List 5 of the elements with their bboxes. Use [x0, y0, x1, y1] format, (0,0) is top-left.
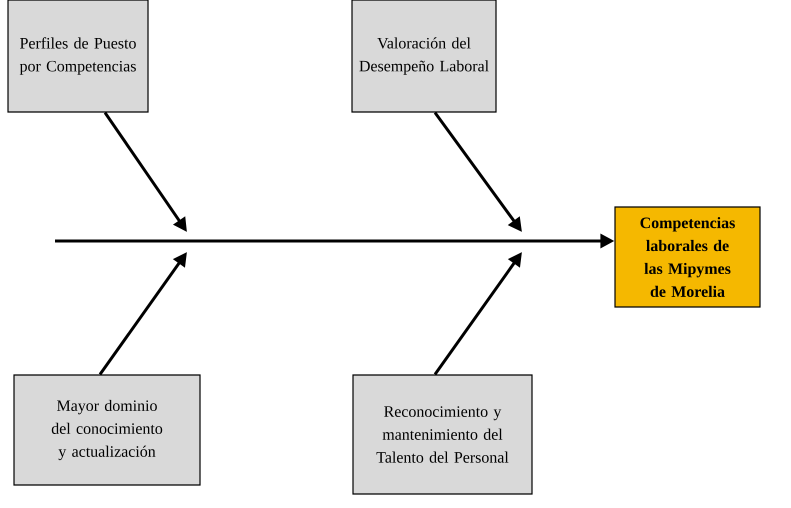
cause-box: Reconocimiento y mantenimiento del Talento del Personal — [352, 374, 533, 495]
cause-box: Mayor dominio del conocimiento y actualización — [13, 374, 201, 486]
cause-box: Valoración del Desempeño Laboral — [351, 0, 497, 113]
effect-box: Competencias laborales de las Mipymes de Morelia — [614, 206, 761, 308]
cause-box: Perfiles de Puesto por Competencias — [7, 0, 149, 113]
